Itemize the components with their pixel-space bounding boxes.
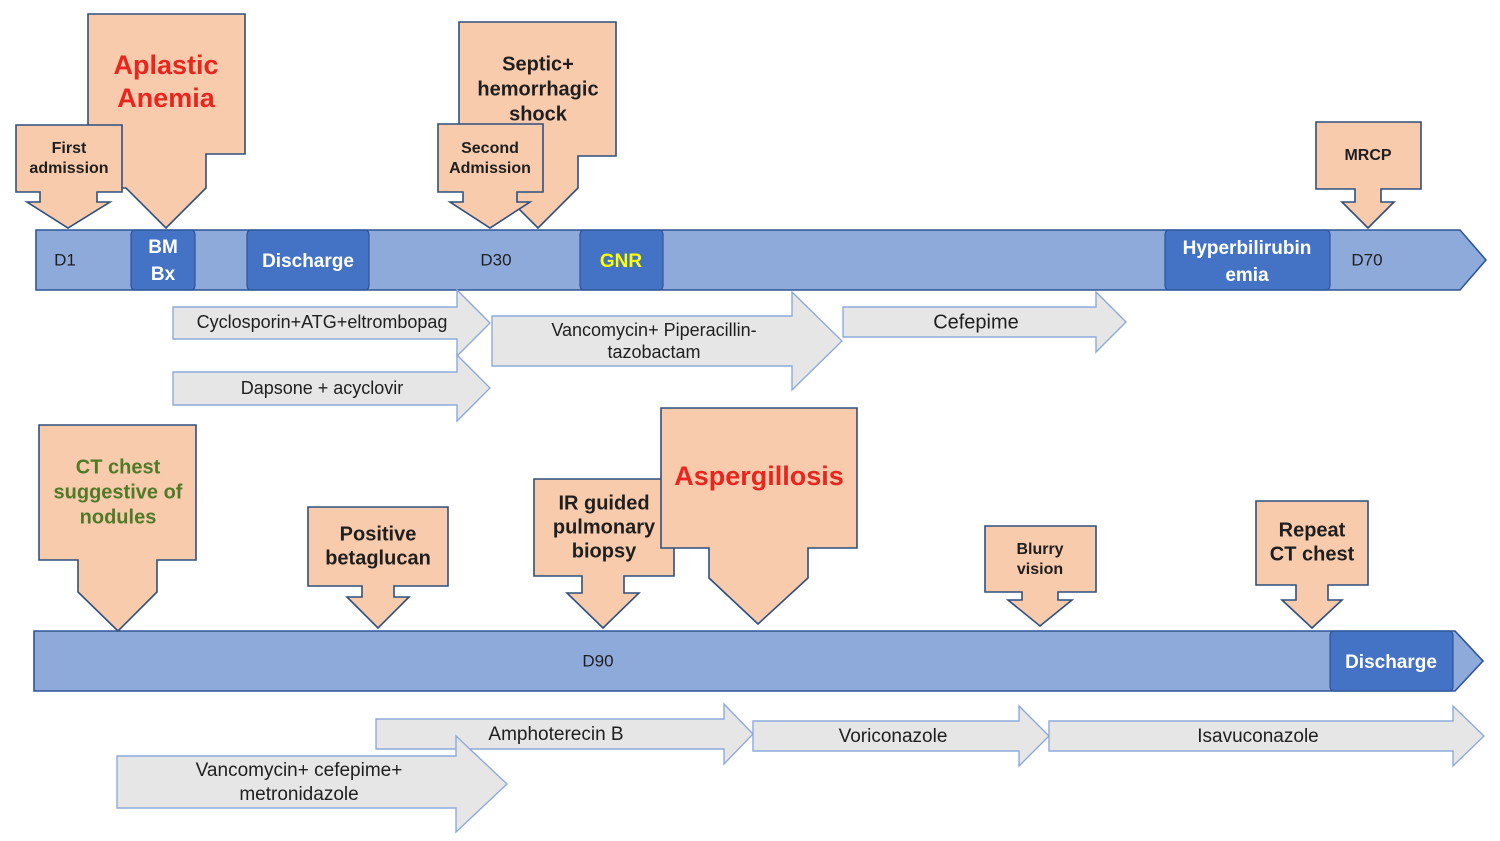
treatment-cyclosporin-label: Cyclosporin+ATG+eltrombopag: [197, 312, 448, 332]
treatment-isavuconazole-label: Isavuconazole: [1197, 726, 1318, 747]
treatment-arrow-vanc-pip: [491, 290, 844, 392]
treatment-vanc-pip-label-2: tazobactam: [607, 342, 700, 362]
callout-ct-chest: CT chest suggestive of nodules: [38, 424, 197, 633]
blurry-vision-label-2: vision: [1017, 561, 1063, 578]
treatment-dapsone-label: Dapsone + acyclovir: [241, 378, 404, 398]
treatment-arrow-dapsone: [172, 353, 491, 423]
aplastic-anemia-label-1: Aplastic: [113, 50, 218, 80]
treatment-vanc-cefepime-label-1: Vancomycin+ cefepime+: [196, 760, 403, 781]
callout-aplastic-anemia: Aplastic Anemia: [87, 13, 246, 230]
day-label-d70: D70: [1351, 250, 1382, 269]
segment-discharge-2-label: Discharge: [1345, 652, 1437, 673]
treatment-arrow-cefepime: [842, 290, 1127, 354]
second-admission-label-1: Second: [461, 140, 519, 157]
segment-gnr: [579, 229, 664, 291]
treatment-arrow-cyclosporin: [172, 288, 491, 358]
treatment-vanc-pip-label-1: Vancomycin+ Piperacillin-: [551, 320, 756, 340]
first-admission-label-1: First: [52, 140, 87, 157]
callout-positive-betaglucan: Positive betaglucan: [307, 506, 449, 630]
positive-betaglucan-label-2: betaglucan: [325, 547, 431, 569]
treatment-arrow-isavuconazole: [1048, 704, 1486, 768]
callout-mrcp: MRCP: [1315, 121, 1422, 230]
aspergillosis-label: Aspergillosis: [674, 461, 844, 491]
treatment-voriconazole-label: Voriconazole: [839, 726, 948, 747]
segment-bm-bx-label-2: Bx: [151, 264, 176, 285]
callout-repeat-ct: Repeat CT chest: [1255, 500, 1369, 630]
day-label-d90: D90: [582, 651, 613, 670]
repeat-ct-label-2: CT chest: [1270, 543, 1355, 565]
aplastic-anemia-label-2: Anemia: [117, 83, 216, 113]
septic-shock-label-3: shock: [509, 103, 568, 125]
treatments-2: Amphoterecin B Voriconazole Isavuconazol…: [116, 702, 1486, 834]
segment-hyperbilirubinemia-label-2: emia: [1225, 265, 1269, 286]
ct-chest-label-2: suggestive of: [54, 481, 183, 503]
timeline-2-band: [33, 630, 1485, 692]
first-admission-label-2: admission: [29, 160, 108, 177]
treatment-arrow-vanc-cefepime: [116, 734, 509, 834]
timeline-2: D90 Discharge: [33, 630, 1485, 692]
positive-betaglucan-label-1: Positive: [340, 523, 417, 545]
second-admission-label-2: Admission: [449, 160, 531, 177]
day-label-d30: D30: [480, 250, 511, 269]
treatment-vanc-cefepime-label-2: metronidazole: [239, 784, 358, 805]
callout-blurry-vision: Blurry vision: [984, 525, 1097, 628]
segment-discharge-1-label: Discharge: [262, 251, 354, 272]
treatment-cefepime-label: Cefepime: [933, 311, 1019, 333]
mrcp-label: MRCP: [1344, 147, 1391, 164]
ct-chest-label-3: nodules: [80, 506, 157, 528]
ct-chest-label-1: CT chest: [76, 456, 161, 478]
segment-discharge-1: [246, 229, 370, 291]
callout-first-admission: First admission: [15, 124, 123, 229]
segment-bm-bx-label-1: BM: [148, 237, 178, 258]
callout-ir-biopsy: IR guided pulmonary biopsy: [533, 478, 675, 630]
timeline-1: D1 D30 D70 BM Bx Discharge GNR Hyperbili…: [35, 229, 1488, 291]
callout-second-admission: Second Admission: [437, 123, 544, 229]
segment-hyperbilirubinemia-label-1: Hyperbilirubin: [1183, 238, 1312, 259]
ir-biopsy-label-2: pulmonary: [553, 516, 656, 538]
repeat-ct-label-1: Repeat: [1279, 519, 1346, 541]
treatments-1: Cyclosporin+ATG+eltrombopag Dapsone + ac…: [172, 288, 1127, 423]
ir-biopsy-label-1: IR guided: [558, 492, 649, 514]
septic-shock-label-2: hemorrhagic: [477, 78, 598, 100]
segment-discharge-2: [1329, 630, 1454, 692]
day-label-d1: D1: [54, 250, 76, 269]
septic-shock-label-1: Septic+: [502, 53, 574, 75]
blurry-vision-label-1: Blurry: [1016, 541, 1063, 558]
callout-aspergillosis: Aspergillosis: [660, 407, 858, 626]
treatment-arrow-voriconazole: [752, 704, 1050, 768]
treatment-amphotericin-label: Amphoterecin B: [488, 724, 623, 745]
segment-gnr-label: GNR: [600, 251, 643, 272]
segment-hyperbilirubinemia: [1164, 229, 1331, 291]
ir-biopsy-label-3: biopsy: [572, 540, 637, 562]
segment-bm-bx: [130, 229, 196, 291]
